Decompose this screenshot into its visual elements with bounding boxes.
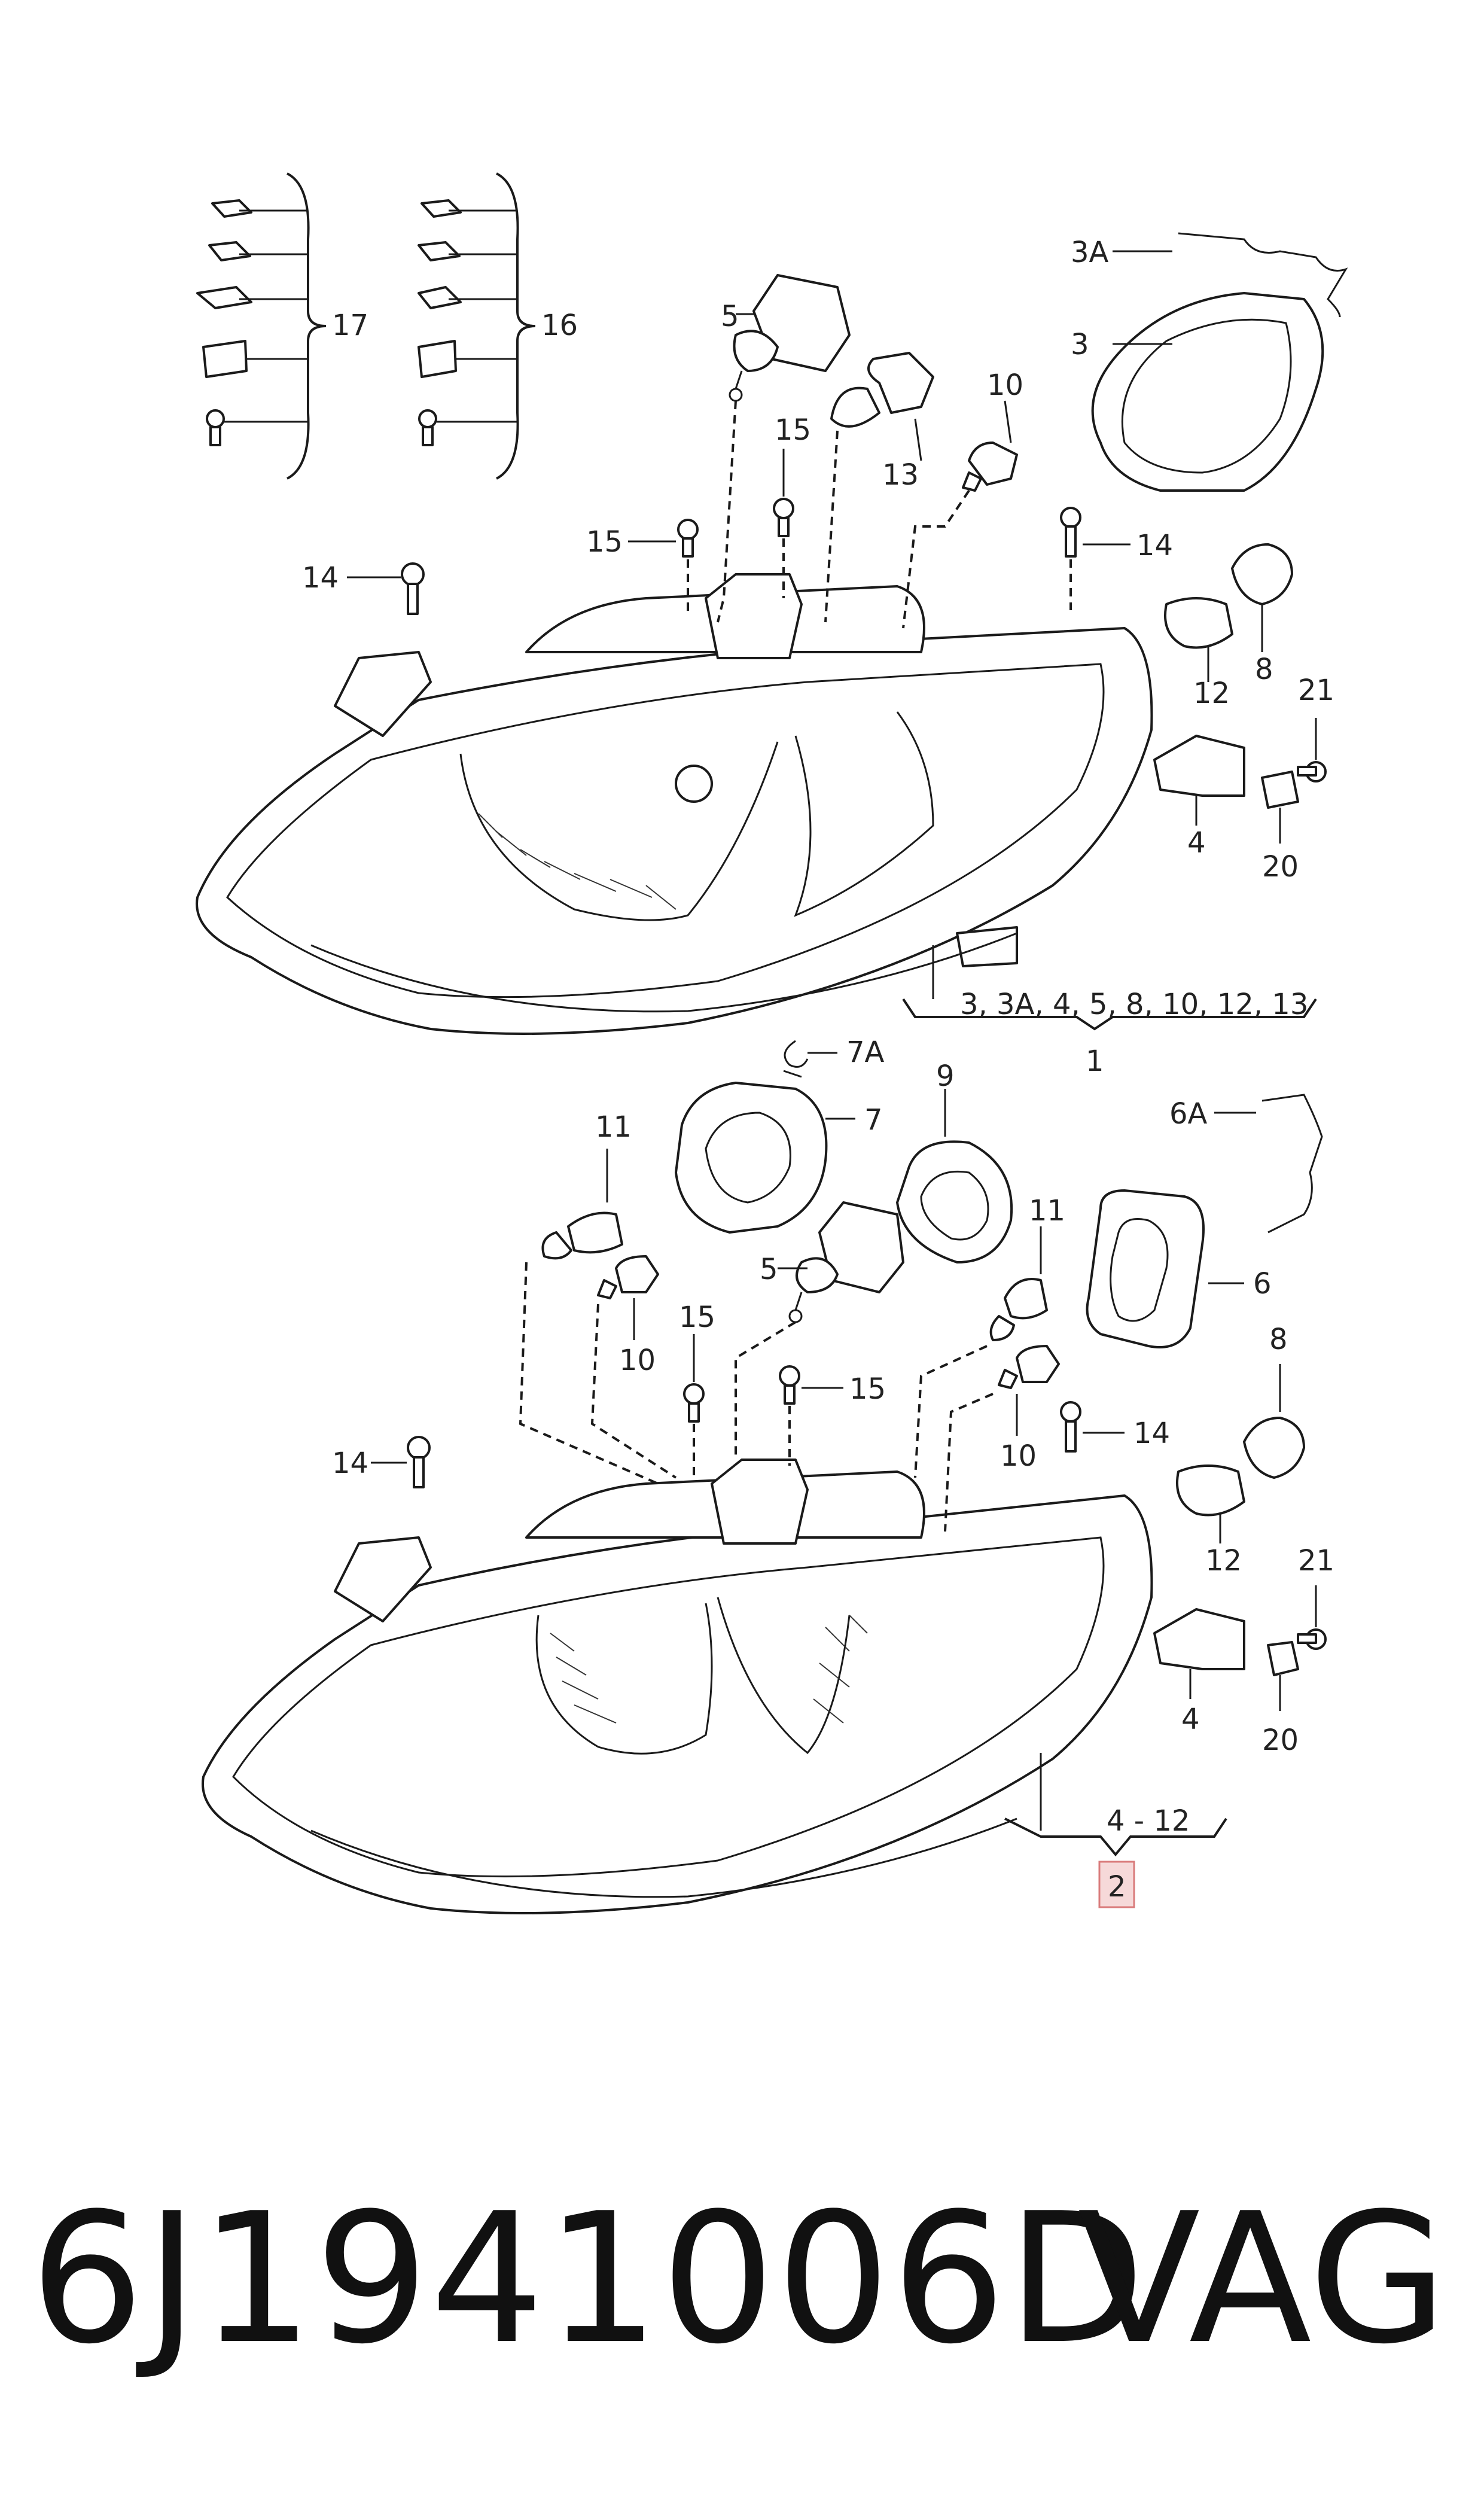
label-15-top-a: 15 — [775, 413, 811, 447]
socket-8-bottom: 8 — [1243, 1323, 1305, 1479]
clip-7A: 7A — [783, 1036, 885, 1078]
level-actuator-5: 5 — [717, 274, 851, 623]
label-14-bottom-b: 14 — [1133, 1417, 1170, 1450]
label-2: 2 — [1108, 1870, 1126, 1904]
label-11-left: 11 — [595, 1110, 632, 1144]
label-10-left: 10 — [619, 1344, 656, 1377]
label-3A: 3A — [1071, 236, 1109, 269]
label-1: 1 — [1086, 1045, 1104, 1078]
bulb-10-top: 10 — [902, 369, 1023, 629]
label-17: 17 — [332, 309, 368, 342]
label-13: 13 — [882, 458, 919, 492]
screw-14-top-a: 14 — [302, 561, 425, 615]
headlamp-assembly-1 — [196, 573, 1153, 1035]
screw-15-top-b: 15 — [586, 519, 699, 616]
label-8-bottom: 8 — [1269, 1323, 1288, 1356]
cover-7: 7 — [675, 1082, 883, 1234]
label-12-top: 12 — [1193, 677, 1230, 710]
clip-20-top: 20 — [1261, 771, 1299, 884]
bulb-12-top: 12 — [1164, 597, 1233, 710]
screw-21-top: 21 — [1297, 674, 1334, 783]
label-5-top: 5 — [721, 300, 739, 333]
label-9: 9 — [936, 1059, 955, 1093]
bulb-11-left: 11 — [519, 1110, 659, 1485]
caption: 6J1941006D VAG — [30, 2190, 1465, 2405]
wire-clip-3A: 3A — [1071, 232, 1348, 318]
part-number: 6J1941006D — [30, 2175, 1147, 2383]
screw-14-bottom-b: 14 — [1060, 1401, 1170, 1453]
screw-21-bottom: 21 — [1297, 1544, 1334, 1650]
bracket-4-top: 4 — [1153, 735, 1245, 860]
brand-name: VAG — [1077, 2175, 1448, 2383]
headlamp-assembly-2 — [202, 1459, 1153, 1914]
label-14-bottom-a: 14 — [332, 1447, 368, 1480]
screw-14-bottom-a: 14 — [332, 1436, 431, 1488]
highlight-box — [1098, 1861, 1135, 1908]
label-14-top-a: 14 — [302, 561, 339, 595]
bulb-12-bottom: 12 — [1176, 1464, 1245, 1578]
label-15-top-b: 15 — [586, 525, 623, 559]
bulb-10-right: 10 — [944, 1345, 1060, 1532]
label-3: 3 — [1071, 328, 1089, 361]
label-10-top: 10 — [987, 369, 1023, 402]
label-16: 16 — [541, 309, 578, 342]
label-7: 7 — [864, 1103, 883, 1137]
label-6A: 6A — [1169, 1097, 1208, 1131]
label-7A: 7A — [846, 1036, 885, 1069]
label-21-bottom: 21 — [1298, 1544, 1334, 1578]
label-8-top: 8 — [1255, 653, 1273, 686]
label-20-bottom: 20 — [1262, 1724, 1299, 1757]
label-11-right: 11 — [1029, 1194, 1065, 1228]
group-bracket-1: 3, 3A, 4, 5, 8, 10, 12, 13 1 — [902, 945, 1317, 1078]
label-14-top-b: 14 — [1136, 529, 1173, 562]
bulb-11-right: 11 — [914, 1194, 1065, 1478]
fastener-group-16: 16 — [418, 172, 578, 480]
headlamp-cover-3: 3 — [1071, 292, 1324, 492]
label-10-right: 10 — [1000, 1439, 1037, 1473]
label-4-top: 4 — [1187, 826, 1206, 860]
screw-15-bottom-b: 15 — [779, 1365, 886, 1466]
group-bracket-2: 4 - 12 2 — [1004, 1753, 1227, 1908]
label-15-bottom-a: 15 — [679, 1301, 715, 1334]
socket-8-top: 8 — [1231, 543, 1293, 686]
cover-6: 6 — [1086, 1189, 1272, 1348]
seal-ring-9: 9 — [896, 1059, 1013, 1263]
label-15-bottom-b: 15 — [849, 1372, 886, 1406]
label-4-bottom: 4 — [1181, 1703, 1200, 1736]
label-20-top: 20 — [1262, 850, 1299, 884]
screw-15-bottom-a: 15 — [679, 1301, 715, 1478]
bracket-4-bottom: 4 — [1153, 1608, 1245, 1736]
screw-15-top-a: 15 — [773, 413, 811, 598]
screw-14-top-b: 14 — [1060, 507, 1173, 610]
label-21-top: 21 — [1298, 674, 1334, 707]
label-group1-list: 3, 3A, 4, 5, 8, 10, 12, 13 — [960, 988, 1308, 1021]
label-5-bottom: 5 — [760, 1253, 778, 1286]
bulb-10-left: 10 — [590, 1255, 677, 1479]
level-actuator-5-bottom: 5 — [735, 1201, 904, 1460]
bulb-13: 13 — [824, 352, 934, 623]
wire-clip-6A: 6A — [1169, 1094, 1323, 1234]
label-group2-range: 4 - 12 — [1107, 1804, 1190, 1838]
fastener-group-17: 17 — [196, 172, 368, 480]
label-6: 6 — [1253, 1267, 1272, 1301]
clip-20-bottom: 20 — [1262, 1641, 1299, 1757]
label-12-bottom: 12 — [1205, 1544, 1242, 1578]
